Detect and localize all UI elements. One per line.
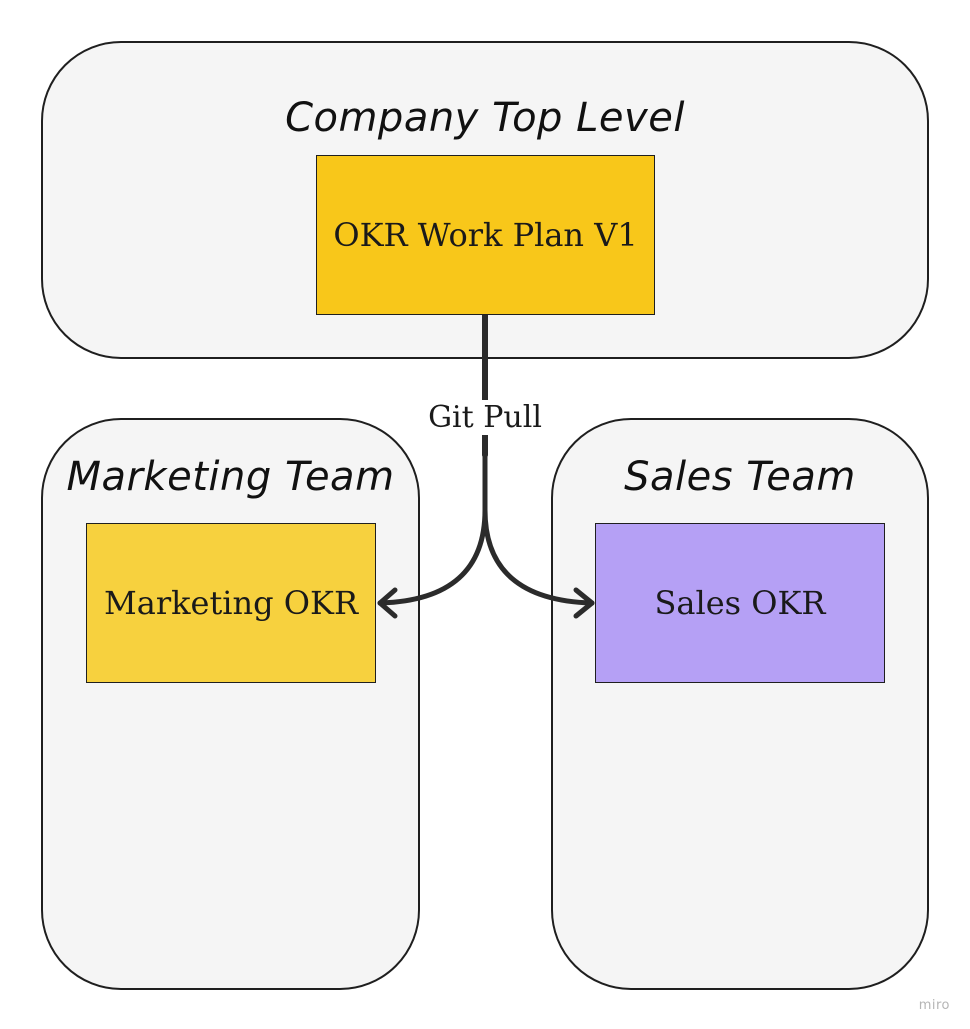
connector-branch-left [377, 452, 488, 606]
card-label-marketing: Marketing OKR [103, 584, 359, 622]
miro-watermark: miro [918, 998, 950, 1013]
marketing-okr-card[interactable]: Marketing OKR [86, 523, 376, 683]
frame-title-marketing: Marketing Team [66, 454, 395, 500]
card-label-sales: Sales OKR [654, 584, 826, 622]
connector-label: Git Pull [405, 400, 565, 435]
card-label-top: OKR Work Plan V1 [333, 216, 638, 254]
arrowhead-left [377, 587, 398, 619]
sales-okr-card[interactable]: Sales OKR [595, 523, 885, 683]
frame-title-sales: Sales Team [624, 454, 856, 500]
arrowhead-right [573, 587, 595, 619]
okr-work-plan-card[interactable]: OKR Work Plan V1 [316, 155, 655, 315]
marketing-team-frame: Marketing Team [41, 418, 420, 990]
connector-branch-right [482, 452, 595, 606]
sales-team-frame: Sales Team [551, 418, 929, 990]
frame-title-company: Company Top Level [285, 95, 685, 141]
